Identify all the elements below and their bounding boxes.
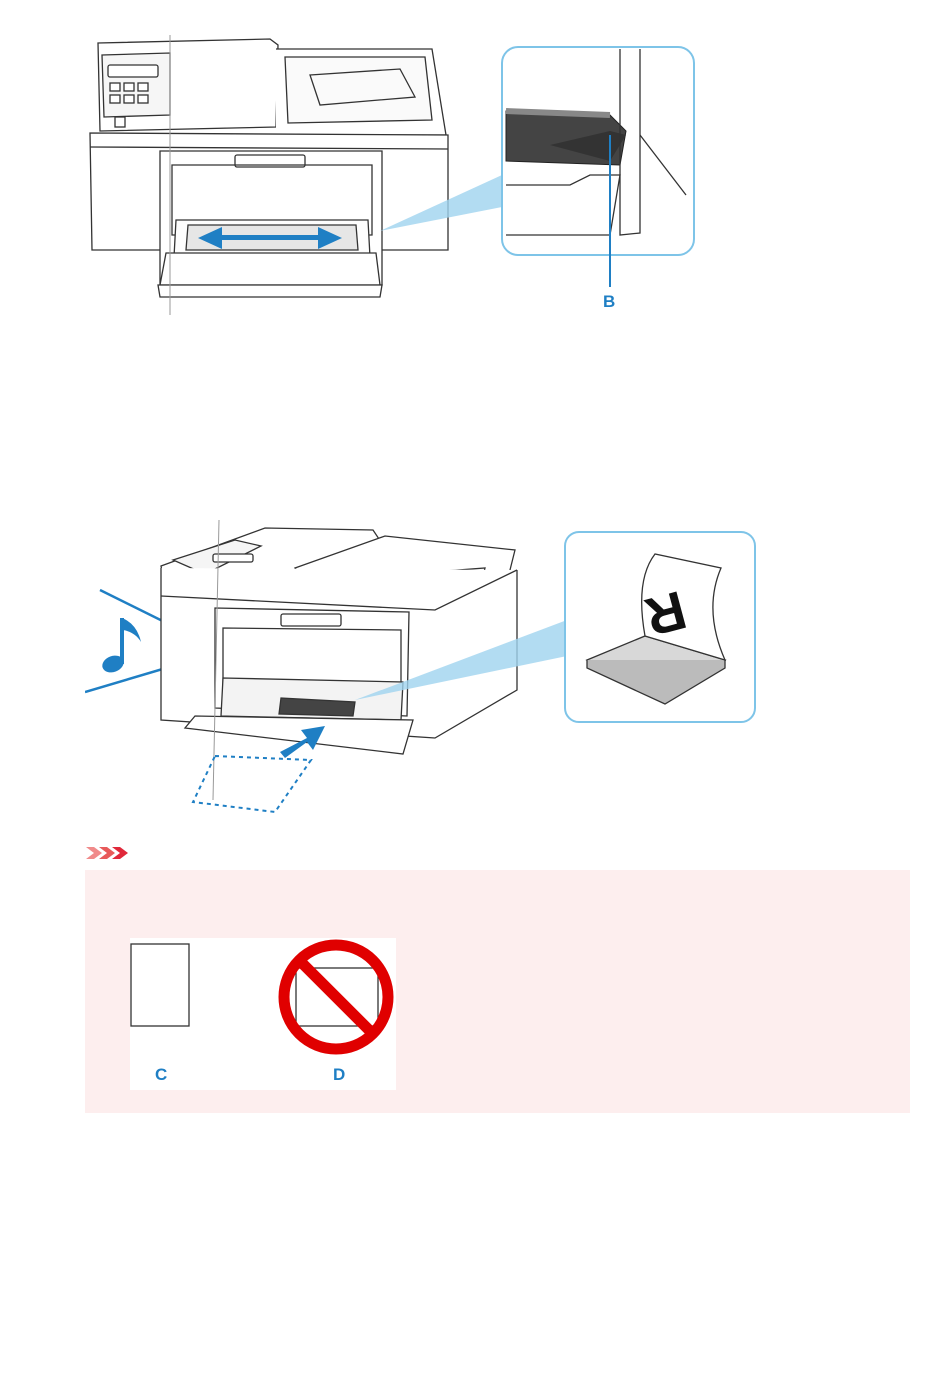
zoom-inset-frame: R (565, 532, 755, 722)
callout-label-b: B (603, 292, 615, 312)
orientation-illustration (130, 938, 396, 1090)
label-d: D (333, 1065, 345, 1085)
printer-paper-guides-illustration (80, 35, 705, 325)
zoom-inset-frame (502, 47, 694, 287)
portrait-paper (131, 944, 189, 1026)
printer-body (90, 35, 448, 315)
label-c: C (155, 1065, 167, 1085)
music-note-icon (100, 618, 141, 675)
triple-chevron-right-icon (86, 845, 130, 861)
paper-outline-dotted (193, 756, 311, 812)
printer-insert-paper-illustration: R (85, 520, 765, 820)
